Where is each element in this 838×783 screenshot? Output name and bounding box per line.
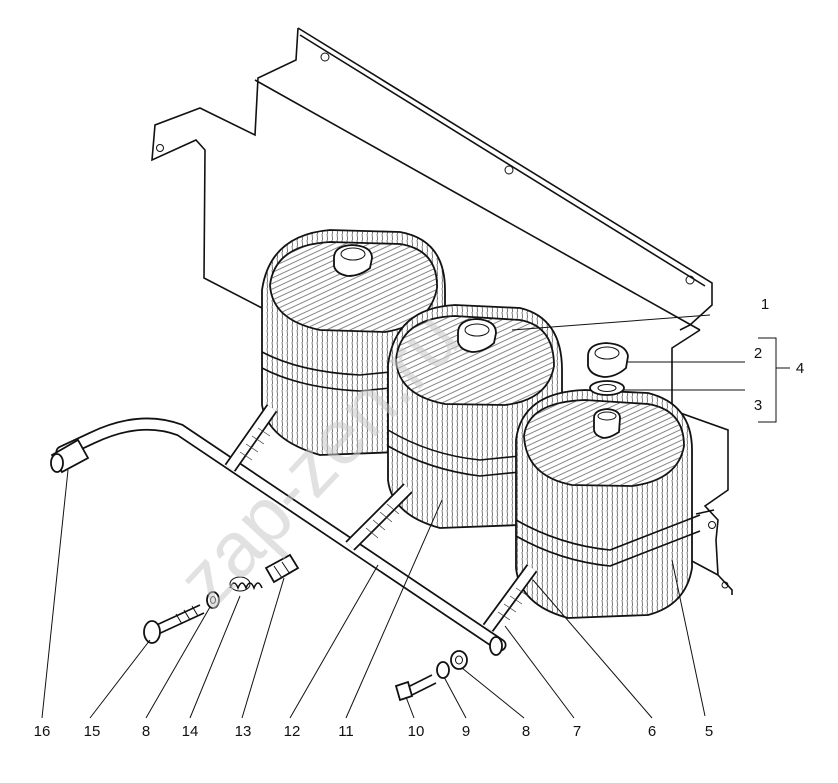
callout-13: 13 [235, 723, 252, 740]
mounting-bracket [151, 27, 733, 595]
callout-15: 15 [84, 723, 101, 740]
callout-1: 1 [761, 296, 769, 313]
callout-8-right: 8 [522, 723, 530, 740]
callout-11: 11 [338, 723, 354, 740]
callout-2: 2 [754, 345, 762, 362]
callout-5: 5 [705, 723, 713, 740]
distribution-pipe [50, 404, 538, 656]
washer-8-left [206, 591, 220, 609]
callout-3: 3 [754, 397, 762, 414]
callout-9: 9 [462, 723, 470, 740]
callout-8-left: 8 [142, 723, 150, 740]
spring-14 [229, 576, 263, 592]
lock-washer-9 [436, 661, 450, 679]
leader-lines [41, 314, 790, 719]
sleeve-13 [264, 553, 300, 584]
reservoir-tank-front [515, 389, 701, 619]
callout-6: 6 [648, 723, 656, 740]
filler-cap-exploded [587, 342, 629, 396]
bolt-15 [143, 604, 205, 644]
callout-10: 10 [408, 723, 425, 740]
callout-12: 12 [284, 723, 301, 740]
washer-8-right [450, 650, 468, 670]
callout-labels: 1 2 3 4 5 6 7 8 9 10 11 12 13 14 15 8 16 [34, 296, 805, 740]
bolt-10 [394, 674, 437, 702]
callout-16: 16 [34, 723, 51, 740]
callout-4: 4 [796, 360, 804, 377]
callout-7: 7 [573, 723, 581, 740]
callout-14: 14 [182, 723, 199, 740]
